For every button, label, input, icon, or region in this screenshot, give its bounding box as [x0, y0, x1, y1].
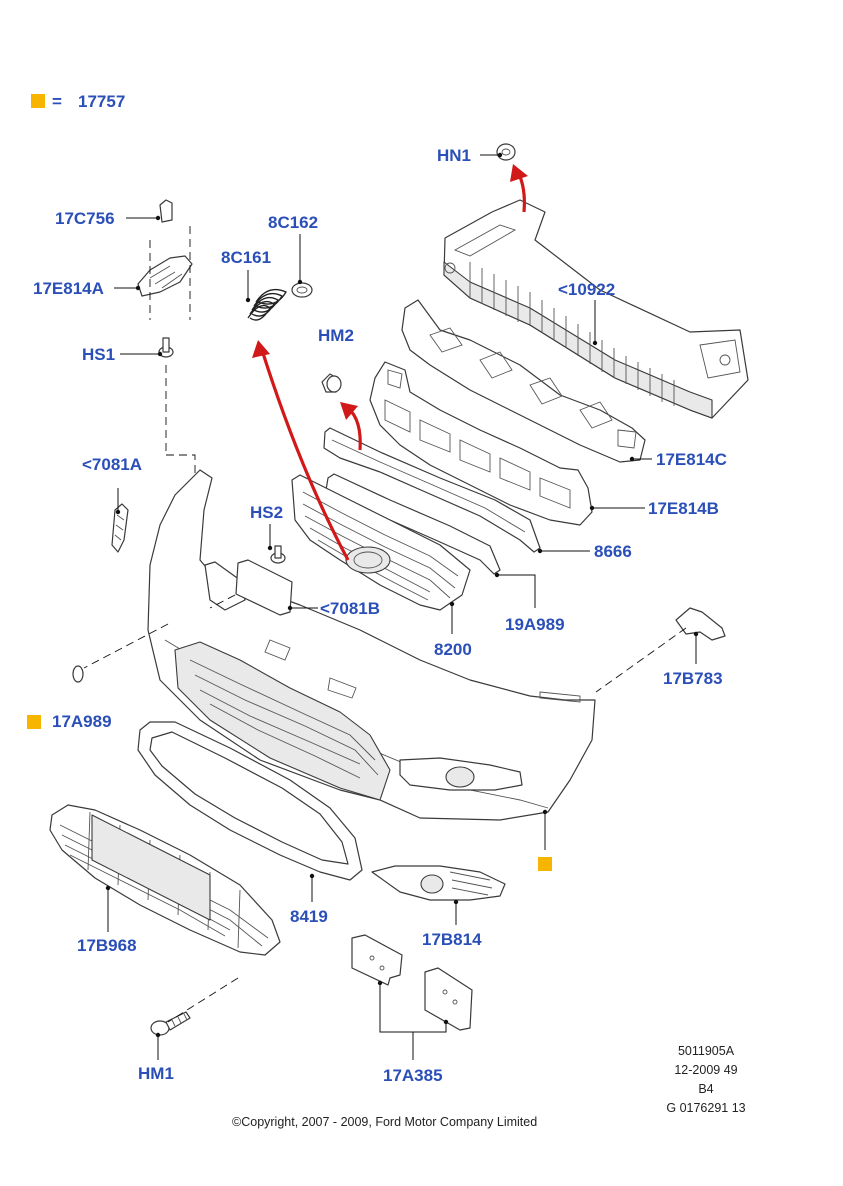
bracket-17a385-left [351, 934, 403, 986]
label-17a989: 17A989 [52, 712, 112, 731]
legend-value: 17757 [78, 92, 125, 111]
side-bracket-left [111, 503, 129, 553]
label-17a385: 17A385 [383, 1066, 443, 1085]
leader-lines [105, 152, 699, 1060]
reference-line-2: 12-2009 49 [674, 1063, 737, 1077]
label-8666: 8666 [594, 542, 632, 561]
marker-17a989 [27, 715, 41, 729]
fog-light-bezel [371, 865, 506, 901]
license-plate-bracket [235, 559, 293, 616]
label-17c756: 17C756 [55, 209, 115, 228]
label-7081b: <7081B [320, 599, 380, 618]
bumper-clip-17a989 [72, 665, 84, 683]
label-19a989: 19A989 [505, 615, 565, 634]
label-17b783: 17B783 [663, 669, 723, 688]
grille-surround-frame [137, 721, 363, 881]
clip-17c756 [159, 199, 173, 223]
label-8c161: 8C161 [221, 248, 271, 267]
bumper-reinforcement-beam [443, 199, 749, 419]
nut-8c162 [291, 282, 313, 298]
label-17b968: 17B968 [77, 936, 137, 955]
label-hn1: HN1 [437, 146, 471, 165]
label-7081a: <7081A [82, 455, 142, 474]
bracket-17e814a [137, 255, 193, 297]
part-labels: HN1 17C756 8C162 8C161 17E814A <10922 HM… [27, 146, 727, 1085]
nut-hn1 [496, 143, 516, 161]
label-hm2: HM2 [318, 326, 354, 345]
main-energy-absorber [369, 361, 593, 526]
label-8c162: 8C162 [268, 213, 318, 232]
assembly-lines [83, 226, 687, 1023]
lower-grille [49, 804, 281, 956]
label-17e814b: 17E814B [648, 499, 719, 518]
spring-8c161 [247, 288, 287, 321]
pin-hm2 [321, 373, 342, 393]
bolt-hs2 [270, 545, 286, 564]
label-hm1: HM1 [138, 1064, 174, 1083]
label-hs2: HS2 [250, 503, 283, 522]
label-17b814: 17B814 [422, 930, 482, 949]
legend-marker [31, 94, 45, 108]
reference-line-1: 5011905A [678, 1044, 735, 1058]
upper-energy-absorber [401, 299, 646, 463]
screw-hm1 [150, 1011, 191, 1036]
label-hs1: HS1 [82, 345, 115, 364]
legend-equals: = [52, 92, 62, 111]
install-arrows [252, 164, 528, 561]
label-17e814a: 17E814A [33, 279, 104, 298]
bolt-hs1 [158, 337, 174, 358]
upper-moulding-strip [323, 427, 541, 553]
bracket-17b783 [675, 607, 726, 641]
label-8200: 8200 [434, 640, 472, 659]
copyright-notice: ©Copyright, 2007 - 2009, Ford Motor Comp… [232, 1115, 537, 1129]
reference-line-3: B4 [698, 1082, 713, 1096]
label-17e814c: 17E814C [656, 450, 727, 469]
front-bumper-cover [147, 469, 596, 821]
reference-block: 5011905A 12-2009 49 B4 G 0176291 13 [666, 1044, 745, 1115]
arrow-to-spring [260, 349, 350, 561]
marker-bumper-cover [538, 857, 552, 871]
reference-line-4: G 0176291 13 [666, 1101, 745, 1115]
label-8419: 8419 [290, 907, 328, 926]
label-10922: <10922 [558, 280, 615, 299]
bracket-17a385-right [424, 967, 473, 1031]
